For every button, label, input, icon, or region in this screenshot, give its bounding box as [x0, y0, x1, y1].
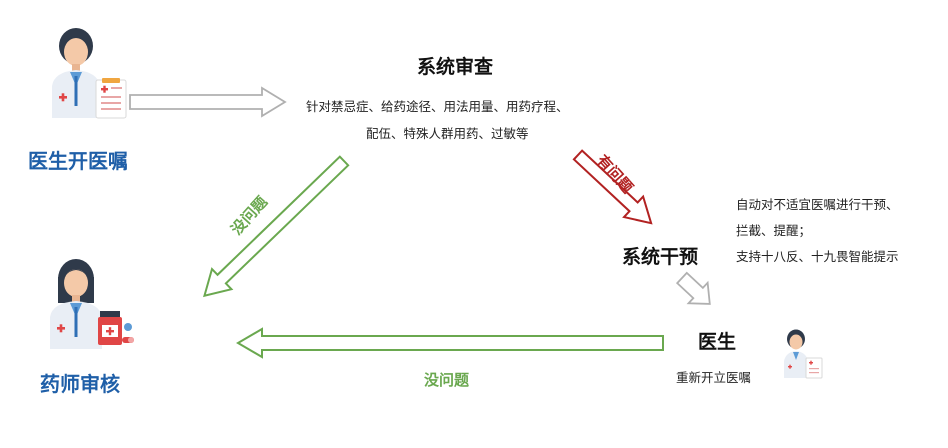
doctor-with-chart-icon	[52, 28, 127, 119]
system-review-desc-1: 针对禁忌症、给药途径、用法用量、用药疗程、	[306, 99, 569, 114]
arrow-doctor-to-pharmacist	[236, 327, 664, 359]
no-problem-bottom-label: 没问题	[424, 371, 470, 389]
arrow-review-to-pharmacist	[203, 155, 350, 298]
intervene-desc-1: 自动对不适宜医嘱进行干预、	[736, 197, 899, 212]
intervene-desc-3: 支持十八反、十九畏智能提示	[736, 249, 899, 264]
system-review-title: 系统审查	[417, 56, 494, 78]
doctor-desc: 重新开立医嘱	[676, 370, 752, 385]
arrow-doctor-to-review	[129, 86, 287, 118]
intervene-desc-2: 拦截、提醒；	[736, 223, 812, 238]
pharmacist-review-label: 药师审核	[40, 372, 120, 396]
system-intervene-title: 系统干预	[622, 246, 699, 268]
doctor-order-label: 医生开医嘱	[28, 149, 128, 173]
system-review-desc-2: 配伍、特殊人群用药、过敏等	[366, 126, 529, 141]
pharmacist-with-medicine-icon	[50, 259, 134, 349]
doctor-title: 医生	[698, 331, 737, 353]
small-doctor-icon	[784, 329, 823, 379]
arrow-intervene-to-doctor	[675, 271, 711, 305]
